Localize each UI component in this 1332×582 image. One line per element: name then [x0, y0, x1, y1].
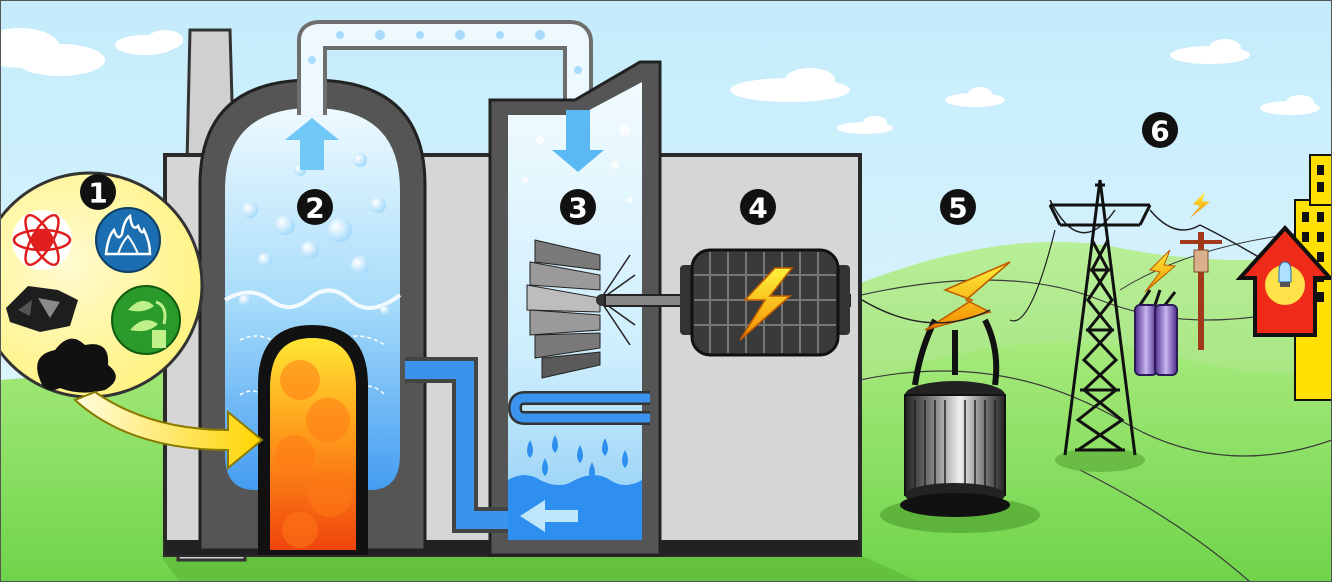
- step-badge-6: 6: [1142, 112, 1178, 148]
- step-number-3: 3: [568, 192, 587, 225]
- step-number-1: 1: [88, 177, 107, 210]
- step-badge-3: 3: [560, 189, 596, 225]
- step-number-6: 6: [1150, 115, 1169, 148]
- step-badge-5: 5: [940, 189, 976, 225]
- light-bulb-icon: [1279, 262, 1291, 282]
- plant-shadow: [160, 555, 920, 582]
- step-badge-1: 1: [80, 174, 116, 210]
- step-number-2: 2: [305, 192, 324, 225]
- biomass-icon: [112, 286, 180, 354]
- generator: [680, 250, 850, 355]
- step-number-4: 4: [748, 192, 767, 225]
- step-badge-4: 4: [740, 189, 776, 225]
- gas-flame-icon: [96, 208, 160, 272]
- atom-icon: [12, 210, 72, 270]
- step-badge-2: 2: [297, 189, 333, 225]
- step-number-5: 5: [948, 192, 967, 225]
- furnace: [258, 325, 368, 555]
